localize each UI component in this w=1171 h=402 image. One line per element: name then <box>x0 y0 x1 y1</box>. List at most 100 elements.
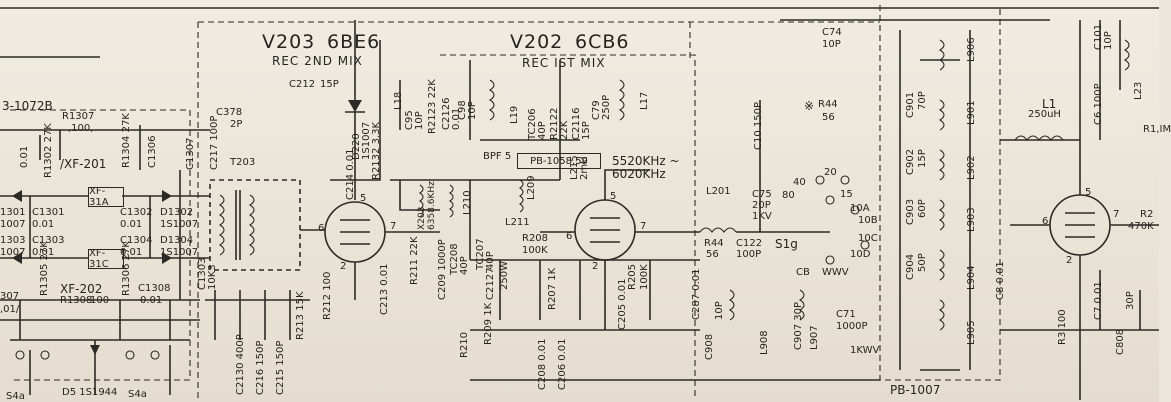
r2-value: 470K <box>1128 221 1154 232</box>
c1308-label: C1308 <box>138 283 171 294</box>
l211-label: L211 <box>505 217 530 228</box>
d1302-label: D1302 <box>160 207 194 218</box>
r209-label: R209 1K <box>483 302 494 345</box>
r1305-label: R1305 27K <box>39 241 50 296</box>
t1007b-label: 1007 <box>0 247 26 258</box>
c1308-value: 0.01 <box>140 295 163 306</box>
pb1007-label: PB-1007 <box>890 383 941 397</box>
r44a-label: R44 <box>818 99 838 110</box>
filter-xf31c: XF-31C <box>88 248 124 270</box>
l903-label: L903 <box>966 207 977 232</box>
c95-value: 10P <box>414 111 425 130</box>
v202-ref: V202 <box>510 31 564 53</box>
l201-label: L201 <box>706 186 731 197</box>
c903-value: 60P <box>917 199 928 218</box>
c808-label: C808 <box>1115 328 1126 355</box>
l908-label: L908 <box>759 330 770 355</box>
switch-pos-40: 40 <box>793 177 806 188</box>
c75-voltage: 1KV <box>752 211 772 222</box>
c902-label: C902 <box>905 148 916 175</box>
l215-value: 2mH <box>579 156 590 180</box>
filter-xf201: /XF-201 <box>60 157 107 171</box>
c2127-value: 250W <box>499 261 510 290</box>
r44a-value: 56 <box>822 112 835 123</box>
l210-label: L210 <box>462 190 473 215</box>
r3-label: R3 100 <box>1057 309 1068 345</box>
r1307-value: ,100, <box>68 123 94 134</box>
t1303-label: 1303 <box>0 235 26 246</box>
c212-label: C212 <box>289 79 316 90</box>
t307-label: 307 <box>0 291 20 302</box>
r1304-label: R1304 27K <box>121 113 132 168</box>
switch-pos-10d: 10D <box>850 249 871 260</box>
r213-label: R213 15K <box>295 291 306 341</box>
c217-label: C217 100P <box>209 115 220 170</box>
s4a-label-2: S4a <box>128 389 147 400</box>
c213-label: C213 0.01 <box>379 263 390 315</box>
switch-pos-80: 80 <box>782 190 795 201</box>
d1304-label: D1304 <box>160 235 194 246</box>
xtal-freq-label: 6358.6KHz <box>427 181 437 230</box>
switch-pos-20: 20 <box>824 167 837 178</box>
v202-pin5: 5 <box>610 191 617 202</box>
switch-pos-10a: 10A <box>850 203 870 214</box>
c206-label: C206 0.01 <box>557 338 568 390</box>
c903-label: C903 <box>905 198 916 225</box>
v-right-pin7: 7 <box>1113 209 1120 220</box>
r2-label: R2 <box>1140 209 1154 220</box>
c216-label: C216 150P <box>255 340 266 395</box>
r207-label: R207 1K <box>547 267 558 310</box>
c98-value: 10P <box>467 101 478 120</box>
c209-label: C209 1000P <box>437 239 448 300</box>
v203-function: REC 2ND MIX <box>272 54 363 68</box>
r1im-label: R1,IM <box>1143 124 1171 135</box>
c75-label: C75 <box>752 189 772 200</box>
marker-label: ※ <box>804 99 815 113</box>
r44-value: 56 <box>706 249 719 260</box>
cb-label: CB <box>796 267 810 278</box>
c908-value: 10P <box>714 301 725 320</box>
l209-label: L209 <box>526 175 537 200</box>
r2123-label: R2123 22K <box>427 79 438 134</box>
r2122-value: 22K <box>559 120 570 140</box>
c902-value: 15P <box>917 149 928 168</box>
t1301-label: 1301 <box>0 207 26 218</box>
v202-pin2: 2 <box>592 261 599 272</box>
r1302-label: R1302 27K <box>43 123 54 178</box>
c901-value: 70P <box>917 91 928 110</box>
c74-value: 10P <box>822 39 841 50</box>
c808-value: 30P <box>1125 291 1136 310</box>
filter-xf202: XF-202 <box>60 282 103 296</box>
l905-label: L905 <box>966 320 977 345</box>
c378-label: C378 <box>216 107 243 118</box>
t1007a-label: 1007 <box>0 219 26 230</box>
switch-pos-10c: 10C <box>858 233 878 244</box>
c208-label: C208 0.01 <box>537 338 548 390</box>
d5-label: D5 1S1944 <box>62 387 118 398</box>
c6-label: C6 100P <box>1093 83 1104 125</box>
x203-label: X203 <box>417 206 427 230</box>
c1306-label: C1306 <box>147 135 158 168</box>
c1301-value: 0.01 <box>32 219 55 230</box>
t203-label: T203 <box>230 157 256 168</box>
v202-pin6: 6 <box>566 231 573 242</box>
pb1058-label: PB-1058.59 <box>517 153 601 169</box>
l23-label: L23 <box>1133 81 1144 100</box>
r2132-label: R2132 3.3K <box>371 121 382 180</box>
l904-label: L904 <box>966 265 977 290</box>
l907-label: L907 <box>809 325 820 350</box>
c75-value: 20P <box>752 200 771 211</box>
c10-label: C10 150P <box>753 101 764 150</box>
v203-pin6: 6 <box>318 223 325 234</box>
c212-value: 15P <box>320 79 339 90</box>
c1304-label: C1304 <box>120 235 153 246</box>
hv-label: 1KWV <box>850 345 880 356</box>
l901-label: L901 <box>966 100 977 125</box>
c1303-value: 0.01 <box>32 247 55 258</box>
c1302-value: 0.01 <box>120 219 143 230</box>
l17-label: L17 <box>639 91 650 110</box>
c1303-label: C1303 <box>32 235 65 246</box>
l1-value: 250uH <box>1028 109 1061 120</box>
